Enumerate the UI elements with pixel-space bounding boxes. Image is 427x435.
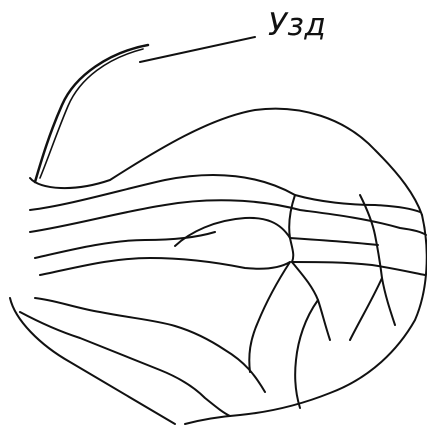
- vein-5: [35, 298, 265, 392]
- stigma-stroke: [35, 45, 148, 182]
- label-leader-line: [140, 37, 255, 62]
- cell-vertical-2: [292, 262, 330, 340]
- vein-6: [20, 312, 230, 416]
- wing-rear-edge: [10, 298, 175, 424]
- cell-cross-1: [292, 262, 425, 275]
- cell-vertical-1: [289, 195, 295, 262]
- cell-mid-branch: [249, 262, 290, 372]
- vein-1: [30, 175, 420, 212]
- cell-cross-2: [290, 238, 378, 245]
- vein-4: [40, 258, 290, 275]
- cell-right-lower: [350, 278, 382, 340]
- cell-lower-branch: [295, 300, 318, 408]
- cell-upper-arc: [175, 218, 290, 246]
- diagram-label: Узд: [268, 10, 326, 41]
- cell-right-vertical: [360, 195, 395, 325]
